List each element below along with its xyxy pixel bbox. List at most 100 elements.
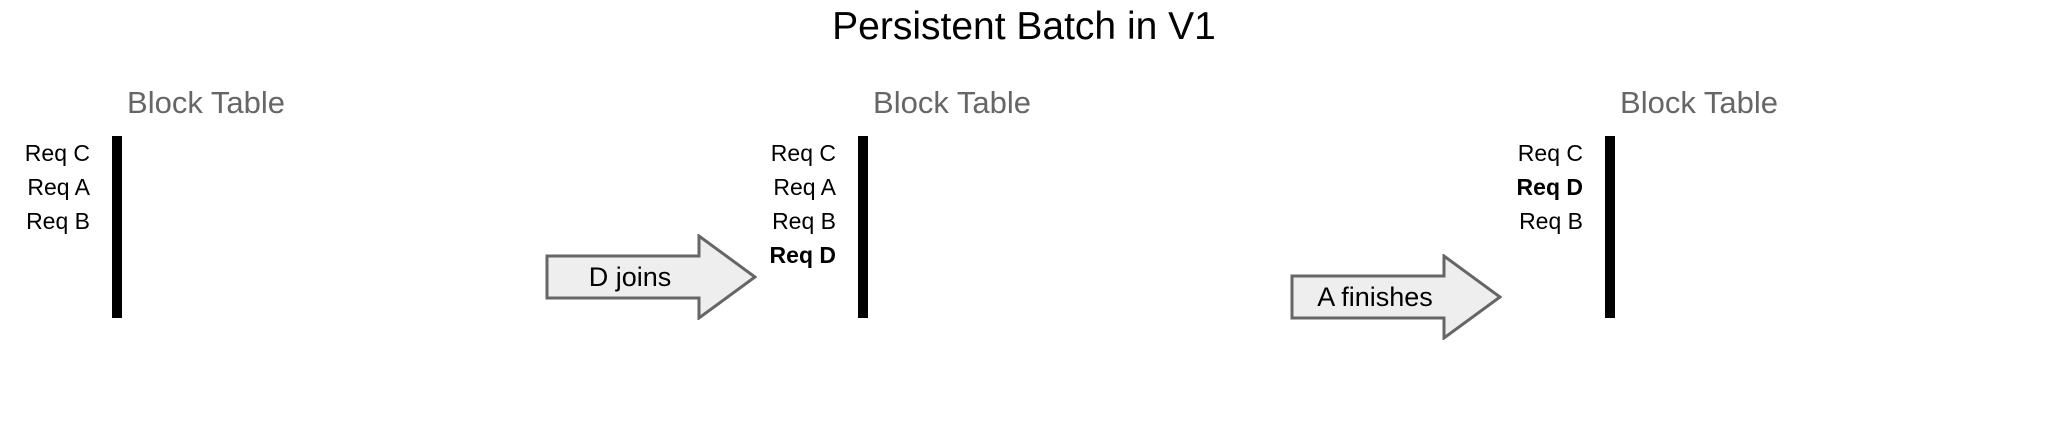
panel-title-3: Block Table [1620, 85, 1778, 120]
row-label: Req D [1516, 174, 1583, 200]
block-cell[interactable] [118, 136, 122, 174]
row-labels-1: Req C Req A Req B [0, 136, 90, 306]
block-cell[interactable] [860, 244, 864, 282]
page-title: Persistent Batch in V1 [832, 5, 1216, 48]
block-cell[interactable] [1605, 208, 1609, 246]
block-cell[interactable] [1607, 244, 1611, 282]
block-cell[interactable] [112, 280, 116, 318]
row-labels-2: Req C Req A Req B Req D [746, 136, 836, 306]
block-cell[interactable] [114, 244, 118, 282]
table-row [1605, 244, 1615, 282]
table-row [112, 280, 122, 318]
table-row [1605, 280, 1615, 318]
block-cell[interactable] [864, 208, 868, 246]
block-cell[interactable] [862, 280, 866, 318]
block-cell[interactable] [858, 208, 862, 246]
block-cell[interactable] [118, 280, 122, 318]
block-cell[interactable] [112, 244, 116, 282]
block-cell[interactable] [858, 136, 862, 174]
table-row [1605, 172, 1615, 210]
table-row [112, 208, 122, 246]
block-cell[interactable] [1605, 244, 1609, 282]
row-label: Req C [1517, 140, 1583, 166]
table-row [1605, 136, 1615, 174]
row-labels-3: Req C Req D Req B [1493, 136, 1583, 306]
panel-title-1: Block Table [127, 85, 285, 120]
block-cell[interactable] [1605, 136, 1609, 174]
block-cell[interactable] [114, 136, 118, 174]
block-cell[interactable] [864, 136, 868, 174]
block-cell[interactable] [112, 136, 116, 174]
block-cell[interactable] [1607, 280, 1611, 318]
block-cell[interactable] [1609, 172, 1613, 210]
block-cell[interactable] [1611, 136, 1615, 174]
block-cell[interactable] [1607, 136, 1611, 174]
block-cell[interactable] [116, 280, 120, 318]
block-cell[interactable] [862, 136, 866, 174]
block-cell[interactable] [860, 136, 864, 174]
block-table-1 [112, 136, 122, 318]
block-cell[interactable] [1605, 172, 1609, 210]
block-cell[interactable] [864, 244, 868, 282]
block-cell[interactable] [114, 280, 118, 318]
block-cell[interactable] [116, 244, 120, 282]
block-cell[interactable] [1609, 136, 1613, 174]
block-cell[interactable] [1607, 208, 1611, 246]
arrow-d-joins: D joins [545, 234, 757, 320]
table-row [858, 172, 868, 210]
block-cell[interactable] [864, 280, 868, 318]
block-cell[interactable] [1607, 172, 1611, 210]
block-cell[interactable] [114, 208, 118, 246]
block-cell[interactable] [112, 172, 116, 210]
block-table-3 [1605, 136, 1615, 318]
block-cell[interactable] [1609, 244, 1613, 282]
block-cell[interactable] [116, 136, 120, 174]
arrow-shape-icon [1290, 254, 1502, 340]
block-cell[interactable] [114, 172, 118, 210]
row-label: Req B [772, 208, 836, 234]
table-row [112, 136, 122, 174]
row-label: Req C [770, 140, 836, 166]
block-cell[interactable] [116, 208, 120, 246]
table-row [858, 136, 868, 174]
block-cell[interactable] [1611, 244, 1615, 282]
row-label: Req C [24, 140, 90, 166]
block-cell[interactable] [858, 244, 862, 282]
block-cell[interactable] [1611, 172, 1615, 210]
block-cell[interactable] [862, 208, 866, 246]
arrow-a-finishes: A finishes [1290, 254, 1502, 340]
row-label [0, 272, 90, 306]
block-cell[interactable] [860, 280, 864, 318]
block-cell[interactable] [1609, 280, 1613, 318]
row-label [1493, 238, 1583, 272]
row-label: Req D [769, 242, 836, 268]
row-label [1493, 272, 1583, 306]
block-table-2 [858, 136, 868, 318]
block-cell[interactable] [858, 280, 862, 318]
block-cell[interactable] [118, 208, 122, 246]
block-cell[interactable] [1605, 280, 1609, 318]
row-label [0, 238, 90, 272]
row-label: Req A [27, 174, 90, 200]
block-cell[interactable] [862, 172, 866, 210]
block-cell[interactable] [1609, 208, 1613, 246]
block-cell[interactable] [860, 172, 864, 210]
block-cell[interactable] [862, 244, 866, 282]
block-cell[interactable] [860, 208, 864, 246]
block-cell[interactable] [864, 172, 868, 210]
row-label: Req B [1519, 208, 1583, 234]
block-cell[interactable] [1611, 208, 1615, 246]
block-cell[interactable] [116, 172, 120, 210]
table-row [112, 172, 122, 210]
row-label: Req B [26, 208, 90, 234]
block-cell[interactable] [1611, 280, 1615, 318]
arrow-shape-icon [545, 234, 757, 320]
table-row [1605, 208, 1615, 246]
block-cell[interactable] [118, 172, 122, 210]
block-cell[interactable] [112, 208, 116, 246]
row-label [746, 272, 836, 306]
block-cell[interactable] [118, 244, 122, 282]
table-row [858, 280, 868, 318]
block-cell[interactable] [858, 172, 862, 210]
